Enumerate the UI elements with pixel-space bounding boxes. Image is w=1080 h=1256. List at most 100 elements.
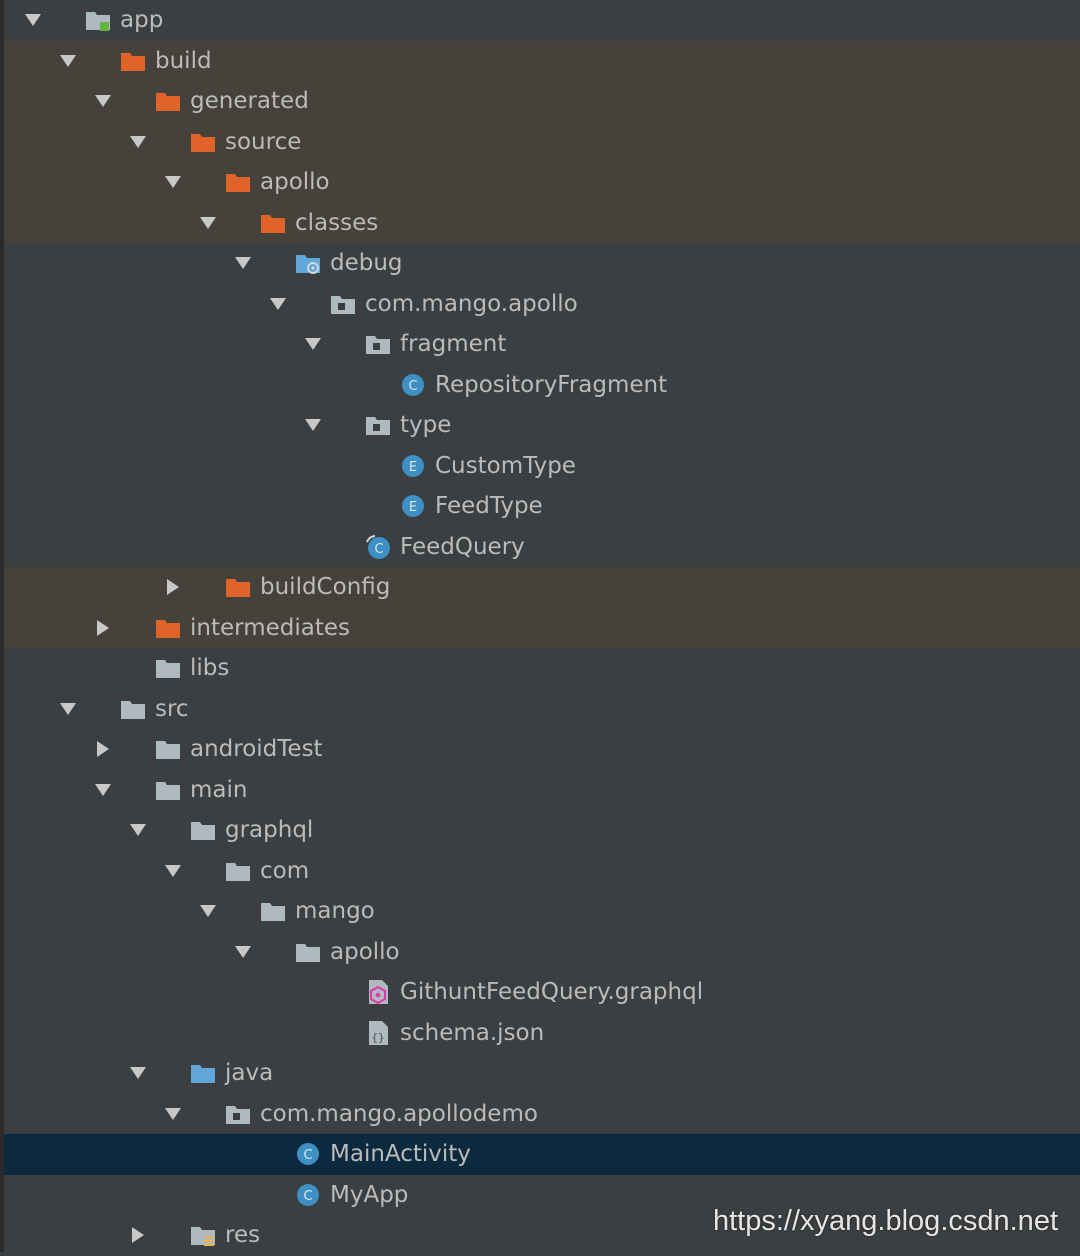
tree-node-label: source	[225, 128, 302, 155]
collapse-arrow-icon[interactable]	[126, 1061, 150, 1085]
collapse-arrow-icon[interactable]	[196, 211, 220, 235]
tree-node-label: buildConfig	[260, 574, 391, 600]
enum-icon: E	[399, 452, 427, 480]
tree-node-label: classes	[295, 209, 379, 236]
tree-node-label: schema.json	[400, 1019, 545, 1046]
tree-node-label: com	[260, 857, 310, 884]
tree-row-mango[interactable]: mango	[4, 891, 1080, 932]
tree-row-com[interactable]: com	[4, 851, 1080, 892]
folder-icon	[224, 857, 252, 885]
tree-row-customtype[interactable]: E CustomType	[4, 446, 1080, 487]
tree-row-feedtype[interactable]: E FeedType	[4, 486, 1080, 527]
excluded-folder-icon	[119, 47, 147, 75]
excluded-folder-icon	[224, 168, 252, 196]
collapse-arrow-icon[interactable]	[21, 8, 45, 32]
json-file-icon: {}	[364, 1019, 392, 1047]
expand-arrow-icon[interactable]	[91, 616, 115, 640]
tree-node-label: java	[225, 1060, 274, 1086]
collapse-arrow-icon[interactable]	[91, 89, 115, 113]
tree-node-label: fragment	[400, 331, 507, 357]
collapse-arrow-icon[interactable]	[161, 1102, 185, 1126]
tree-row-mainactivity[interactable]: C MainActivity	[4, 1134, 1080, 1175]
tree-node-label: FeedType	[435, 493, 543, 519]
tree-node-label: build	[155, 47, 212, 74]
class-icon: C	[294, 1140, 322, 1168]
tree-row-androidtest[interactable]: androidTest	[4, 729, 1080, 770]
generated-source-folder-icon	[294, 249, 322, 277]
watermark: https://xyang.blog.csdn.net	[713, 1205, 1058, 1237]
tree-node-label: FeedQuery	[400, 533, 525, 560]
collapse-arrow-icon[interactable]	[266, 292, 290, 316]
collapse-arrow-icon[interactable]	[161, 170, 185, 194]
folder-icon	[154, 776, 182, 804]
svg-text:C: C	[408, 379, 417, 394]
collapse-arrow-icon[interactable]	[126, 818, 150, 842]
tree-row-type[interactable]: type	[4, 405, 1080, 446]
tree-row-com-mango-apollodemo[interactable]: com.mango.apollodemo	[4, 1094, 1080, 1135]
tree-node-label: apollo	[330, 938, 400, 965]
tree-row-src[interactable]: src	[4, 689, 1080, 730]
collapse-arrow-icon[interactable]	[301, 413, 325, 437]
folder-icon	[259, 897, 287, 925]
tree-row-fragment[interactable]: fragment	[4, 324, 1080, 365]
tree-row-build[interactable]: build	[4, 40, 1080, 81]
module-folder-icon	[84, 6, 112, 34]
tree-row-res[interactable]: res	[4, 1215, 1080, 1256]
collapse-arrow-icon[interactable]	[231, 940, 255, 964]
source-folder-icon	[189, 1059, 217, 1087]
enum-icon: E	[399, 492, 427, 520]
tree-node-label: CustomType	[435, 452, 576, 479]
folder-icon	[119, 695, 147, 723]
package-icon	[329, 290, 357, 318]
tree-row-classes[interactable]: classes	[4, 202, 1080, 243]
tree-row-myapp[interactable]: C MyApp	[4, 1175, 1080, 1216]
svg-text:C: C	[303, 1189, 312, 1204]
collapse-arrow-icon[interactable]	[301, 332, 325, 356]
class-icon: C	[399, 371, 427, 399]
expand-arrow-icon[interactable]	[91, 737, 115, 761]
svg-text:E: E	[409, 500, 417, 515]
tree-row-intermediates[interactable]: intermediates	[4, 607, 1080, 648]
tree-node-label: apollo	[260, 169, 330, 195]
tree-node-label: src	[155, 695, 189, 722]
svg-text:E: E	[409, 460, 417, 475]
tree-node-label: MyApp	[330, 1181, 409, 1208]
tree-row-buildconfig[interactable]: buildConfig	[4, 567, 1080, 608]
tree-node-label: res	[225, 1222, 261, 1248]
tree-row-java[interactable]: java	[4, 1053, 1080, 1094]
package-icon	[364, 330, 392, 358]
tree-row-apollo[interactable]: apollo	[4, 162, 1080, 203]
collapse-arrow-icon[interactable]	[126, 130, 150, 154]
tree-node-label: GithuntFeedQuery.graphql	[400, 979, 704, 1005]
collapse-arrow-icon[interactable]	[161, 859, 185, 883]
tree-row-libs[interactable]: libs	[4, 648, 1080, 689]
tree-node-label: libs	[190, 655, 230, 681]
tree-row-apollo[interactable]: apollo	[4, 932, 1080, 973]
tree-row-graphql[interactable]: graphql	[4, 810, 1080, 851]
package-icon	[364, 411, 392, 439]
expand-arrow-icon[interactable]	[126, 1223, 150, 1247]
svg-text:{}: {}	[371, 1031, 384, 1044]
expand-arrow-icon[interactable]	[161, 575, 185, 599]
tree-row-main[interactable]: main	[4, 770, 1080, 811]
collapse-arrow-icon[interactable]	[56, 697, 80, 721]
tree-row-app[interactable]: app	[4, 0, 1080, 41]
collapse-arrow-icon[interactable]	[231, 251, 255, 275]
tree-node-label: main	[190, 776, 248, 803]
tree-row-generated[interactable]: generated	[4, 81, 1080, 122]
collapse-arrow-icon[interactable]	[91, 778, 115, 802]
tree-node-label: androidTest	[190, 736, 323, 762]
collapse-arrow-icon[interactable]	[56, 49, 80, 73]
tree-row-schema-json[interactable]: {} schema.json	[4, 1013, 1080, 1054]
tree-row-source[interactable]: source	[4, 121, 1080, 162]
tree-row-githuntfeedquery-graphql[interactable]: GithuntFeedQuery.graphql	[4, 972, 1080, 1013]
tree-row-com-mango-apollo[interactable]: com.mango.apollo	[4, 284, 1080, 325]
tree-row-debug[interactable]: debug	[4, 243, 1080, 284]
tree-node-label: app	[120, 7, 164, 33]
tree-node-label: com.mango.apollo	[365, 290, 578, 317]
tree-node-label: MainActivity	[330, 1141, 471, 1167]
collapse-arrow-icon[interactable]	[196, 899, 220, 923]
